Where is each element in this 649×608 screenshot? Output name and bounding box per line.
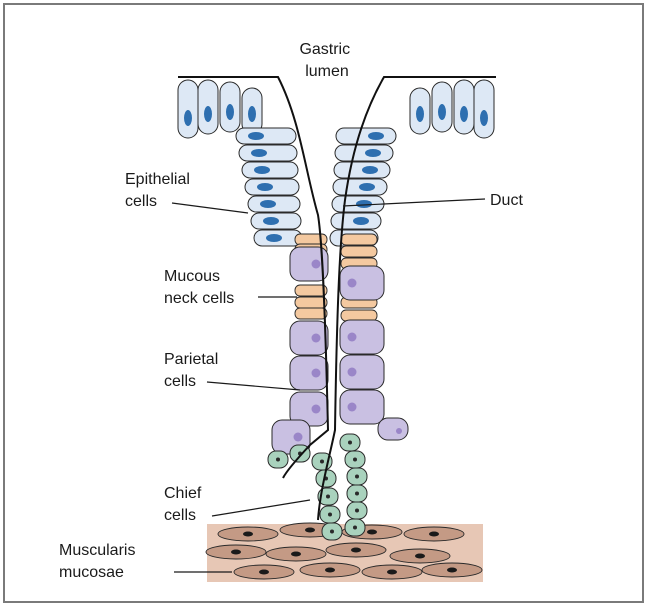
label-duct: Duct [490,192,523,209]
mucous-neck-cell [341,246,377,257]
epithelial-nucleus [260,200,276,208]
muscle-nucleus [243,532,253,537]
epithelial-nucleus [263,217,279,225]
leader-parietal [207,382,300,390]
muscularis-mucosae-band [206,523,483,582]
muscle-nucleus [415,554,425,559]
chief-nucleus [320,460,324,464]
chief-nucleus [355,509,359,513]
label-gastric-lumen: Gastric lumen [299,41,354,80]
muscle-nucleus [429,532,439,537]
epithelial-cell [336,128,396,144]
epithelial-nucleus [353,217,369,225]
muscle-nucleus [367,530,377,535]
chief-nucleus [348,441,352,445]
parietal-nucleus [348,403,357,412]
epithelial-cells-group [178,80,494,246]
parietal-nucleus [348,279,357,288]
parietal-nucleus [312,334,321,343]
mucous-neck-cell [341,310,377,321]
chief-nucleus [276,458,280,462]
epithelial-nucleus [438,104,446,120]
epithelial-cell [474,80,494,138]
epithelial-nucleus [368,132,384,140]
parietal-cell [290,321,328,355]
epithelial-nucleus [460,106,468,122]
label-parietal-cells: Parietal cells [164,351,223,390]
epithelial-nucleus [359,183,375,191]
muscle-nucleus [291,552,301,557]
muscle-nucleus [351,548,361,553]
parietal-nucleus [396,428,402,434]
epithelial-nucleus [226,104,234,120]
epithelial-nucleus [257,183,273,191]
mucous-neck-cell [295,234,327,245]
epithelial-nucleus [356,200,372,208]
epithelial-cell [178,80,198,138]
epithelial-nucleus [266,234,282,242]
epithelial-nucleus [184,110,192,126]
mucous-neck-cell [295,285,327,296]
label-chief-cells: Chief cells [164,485,206,524]
muscle-cells [206,523,482,579]
epithelial-cell [335,145,393,161]
muscle-nucleus [259,570,269,575]
epithelial-nucleus [480,110,488,126]
parietal-nucleus [348,368,357,377]
chief-nucleus [353,526,357,530]
mucous-neck-cell [295,297,327,308]
muscle-nucleus [387,570,397,575]
mucous-neck-cell [295,308,327,319]
leader-chief [212,500,310,516]
muscle-nucleus [231,550,241,555]
epithelial-nucleus [362,166,378,174]
parietal-cell [378,418,408,440]
chief-nucleus [355,475,359,479]
chief-nucleus [355,492,359,496]
parietal-nucleus [348,333,357,342]
epithelial-cell [236,128,296,144]
parietal-cell [340,266,384,300]
label-muscularis-mucosae: Muscularis mucosae [59,542,140,581]
muscle-nucleus [447,568,457,573]
epithelial-nucleus [248,106,256,122]
chief-nucleus [328,513,332,517]
parietal-nucleus [312,369,321,378]
epithelial-cell [239,145,297,161]
leader-epithelial [172,203,248,213]
parietal-cell [340,355,384,389]
label-mucous-neck-cells: Mucous neck cells [164,268,234,307]
parietal-cell [290,356,328,390]
epithelial-nucleus [248,132,264,140]
parietal-cell [340,390,384,424]
mucous-neck-cell [341,234,377,245]
epithelial-nucleus [204,106,212,122]
epithelial-nucleus [365,149,381,157]
epithelial-nucleus [251,149,267,157]
chief-nucleus [326,495,330,499]
parietal-nucleus [312,260,321,269]
muscle-nucleus [325,568,335,573]
muscle-nucleus [305,528,315,533]
epithelial-nucleus [416,106,424,122]
chief-nucleus [330,530,334,534]
parietal-nucleus [312,405,321,414]
parietal-nucleus [294,433,303,442]
epithelial-nucleus [254,166,270,174]
chief-nucleus [353,458,357,462]
parietal-cell [340,320,384,354]
